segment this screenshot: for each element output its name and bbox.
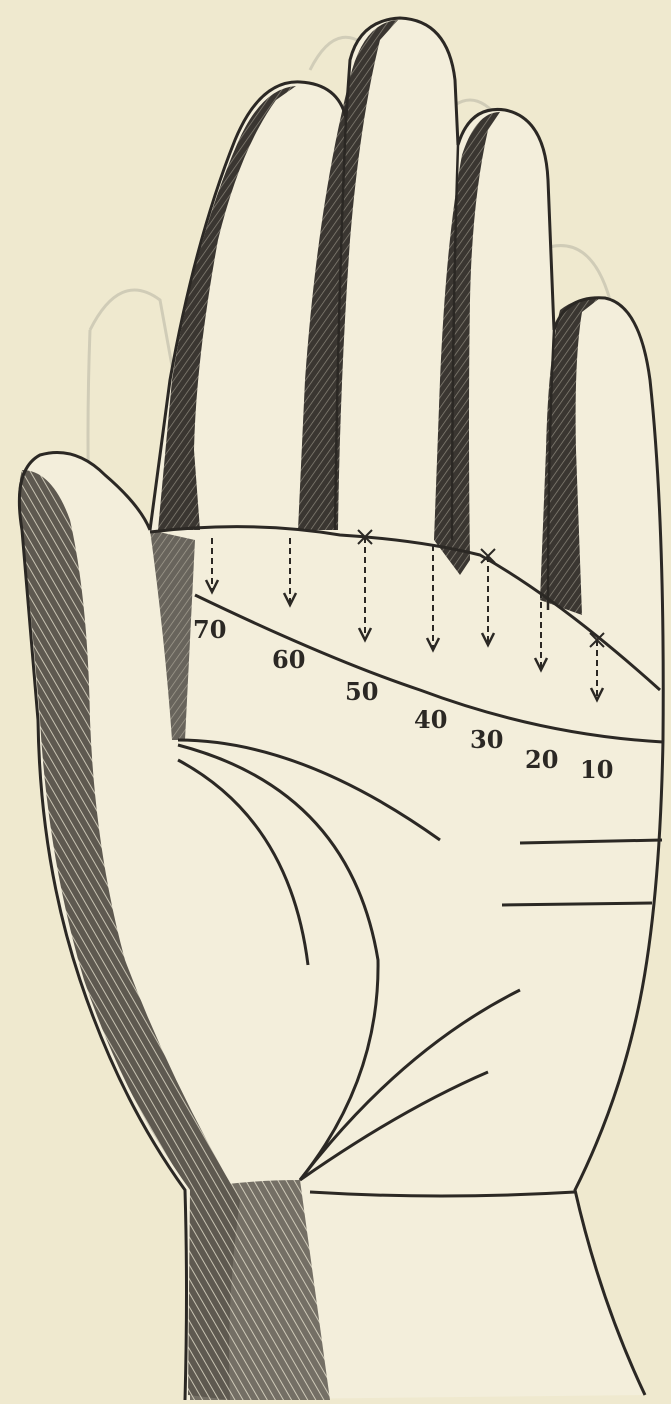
minor-line-2	[502, 903, 652, 905]
age-label-20: 20	[525, 745, 558, 774]
age-label-50: 50	[345, 677, 378, 706]
age-label-40: 40	[414, 705, 447, 734]
age-label-70: 70	[193, 615, 226, 644]
age-label-30: 30	[470, 725, 503, 754]
age-label-10: 10	[580, 755, 613, 784]
age-label-60: 60	[272, 645, 305, 674]
